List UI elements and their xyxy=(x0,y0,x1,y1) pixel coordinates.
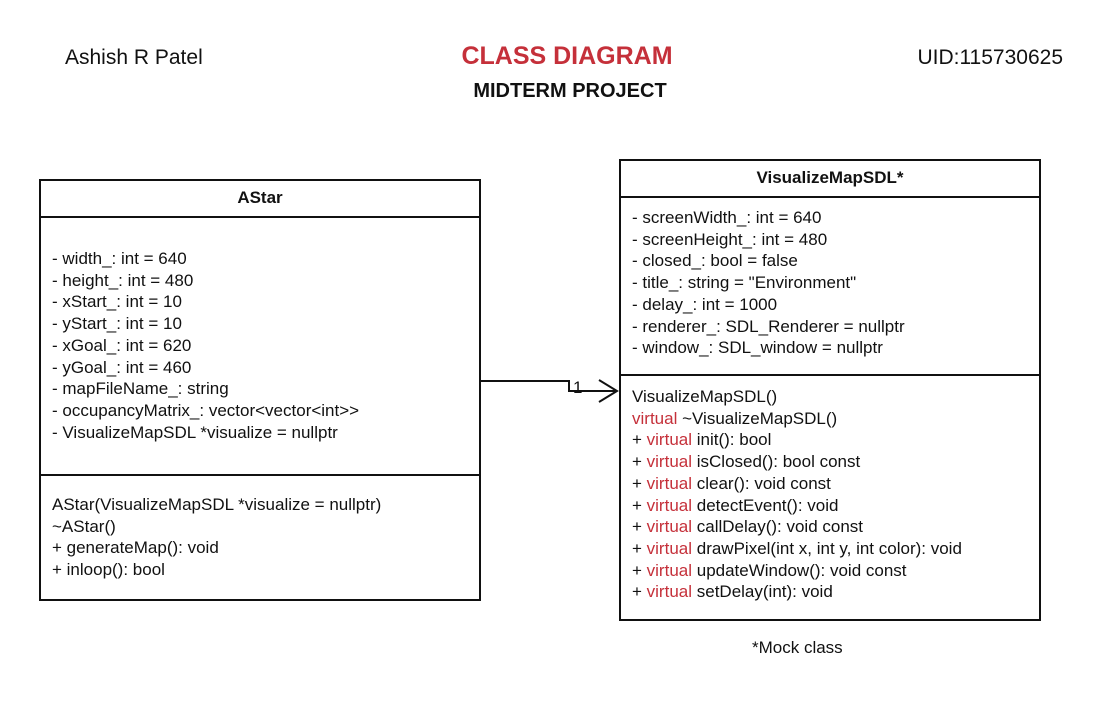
operation-line: + virtual isClosed(): bool const xyxy=(632,451,1039,473)
visibility-marker: + xyxy=(632,430,647,450)
attribute-line: - mapFileName_: string xyxy=(52,379,229,399)
class-box-visualizemapsdl: VisualizeMapSDL* - screenWidth_: int = 6… xyxy=(619,159,1041,621)
operation-signature: detectEvent(): void xyxy=(692,495,839,515)
visibility-marker: + xyxy=(632,517,647,537)
author-name: Ashish R Patel xyxy=(65,46,203,69)
attribute-line: - screenWidth_: int = 640 xyxy=(632,208,822,227)
virtual-keyword: virtual xyxy=(646,452,693,472)
class-name-astar: AStar xyxy=(41,181,479,218)
attribute-line: - occupancyMatrix_: vector<vector<int>> xyxy=(52,400,360,420)
visibility-marker: + xyxy=(632,495,647,515)
class-name-visualizemapsdl: VisualizeMapSDL* xyxy=(621,161,1039,198)
operation-line: + inloop(): bool xyxy=(52,560,165,580)
virtual-keyword: virtual xyxy=(646,495,693,515)
astar-operations: AStar(VisualizeMapSDL *visualize = nullp… xyxy=(41,476,479,581)
attribute-line: - closed_: bool = false xyxy=(632,251,798,271)
virtual-keyword: virtual xyxy=(646,517,693,537)
operation-line: VisualizeMapSDL() xyxy=(632,386,1039,408)
operation-line: virtual ~VisualizeMapSDL() xyxy=(632,408,1039,430)
virtual-keyword: virtual xyxy=(646,560,693,580)
attribute-line: - title_: string = "Environment" xyxy=(632,273,857,293)
diagram-title: CLASS DIAGRAM xyxy=(461,42,673,70)
operation-line: ~AStar() xyxy=(52,516,116,536)
visibility-marker: + xyxy=(632,560,647,580)
visibility-marker: + xyxy=(632,473,647,493)
operation-line: AStar(VisualizeMapSDL *visualize = nullp… xyxy=(52,495,382,514)
operation-line: + virtual clear(): void const xyxy=(632,473,1039,495)
attribute-line: - renderer_: SDL_Renderer = nullptr xyxy=(632,316,905,336)
operation-line: + virtual updateWindow(): void const xyxy=(632,560,1039,582)
attribute-line: - yStart_: int = 10 xyxy=(52,314,182,334)
student-uid: UID:115730625 xyxy=(917,46,1063,69)
operation-signature: setDelay(int): void xyxy=(692,582,833,602)
operation-signature: isClosed(): bool const xyxy=(692,452,861,472)
attribute-line: - yGoal_: int = 460 xyxy=(52,357,192,377)
attribute-line: - screenHeight_: int = 480 xyxy=(632,229,828,249)
operation-line: + virtual callDelay(): void const xyxy=(632,516,1039,538)
visibility-marker: + xyxy=(632,538,647,558)
class-box-astar: AStar - width_: int = 640 - height_: int … xyxy=(39,179,481,601)
attribute-line: - width_: int = 640 xyxy=(52,249,187,268)
association-arrowhead xyxy=(598,379,619,403)
operation-signature: clear(): void const xyxy=(692,473,831,493)
visualizemapsdl-attributes: - screenWidth_: int = 640 - screenHeight_… xyxy=(621,198,1039,376)
operation-signature: ~VisualizeMapSDL() xyxy=(677,408,838,428)
attribute-line: - height_: int = 480 xyxy=(52,270,194,290)
virtual-keyword: virtual xyxy=(632,408,678,428)
operation-signature: VisualizeMapSDL() xyxy=(632,387,778,406)
visibility-marker: + xyxy=(632,452,647,472)
attribute-line: - delay_: int = 1000 xyxy=(632,294,778,314)
operation-signature: drawPixel(int x, int y, int color): void xyxy=(692,538,962,558)
operation-signature: init(): bool xyxy=(692,430,772,450)
visualizemapsdl-operations: VisualizeMapSDL() virtual ~VisualizeMapSD… xyxy=(621,376,1039,603)
association-multiplicity: 1 xyxy=(573,378,583,397)
virtual-keyword: virtual xyxy=(646,582,693,602)
operation-line: + virtual detectEvent(): void xyxy=(632,495,1039,517)
footnote: *Mock class xyxy=(752,638,843,657)
operation-signature: updateWindow(): void const xyxy=(692,560,907,580)
diagram-subtitle: MIDTERM PROJECT xyxy=(473,80,667,102)
operation-line: + virtual drawPixel(int x, int y, int co… xyxy=(632,538,1039,560)
attribute-line: - VisualizeMapSDL *visualize = nullptr xyxy=(52,422,338,442)
operation-line: + virtual setDelay(int): void xyxy=(632,581,1039,603)
operation-signature: callDelay(): void const xyxy=(692,517,864,537)
visibility-marker: + xyxy=(632,582,647,602)
operation-line: + generateMap(): void xyxy=(52,538,219,558)
virtual-keyword: virtual xyxy=(646,473,693,493)
virtual-keyword: virtual xyxy=(646,538,693,558)
attribute-line: - xGoal_: int = 620 xyxy=(52,335,192,355)
virtual-keyword: virtual xyxy=(646,430,693,450)
astar-attributes: - width_: int = 640- height_: int = 480-… xyxy=(41,218,479,476)
operation-line: + virtual init(): bool xyxy=(632,429,1039,451)
attribute-line: - xStart_: int = 10 xyxy=(52,292,182,312)
association-line xyxy=(481,380,615,392)
attribute-line: - window_: SDL_window = nullptr xyxy=(632,338,883,358)
